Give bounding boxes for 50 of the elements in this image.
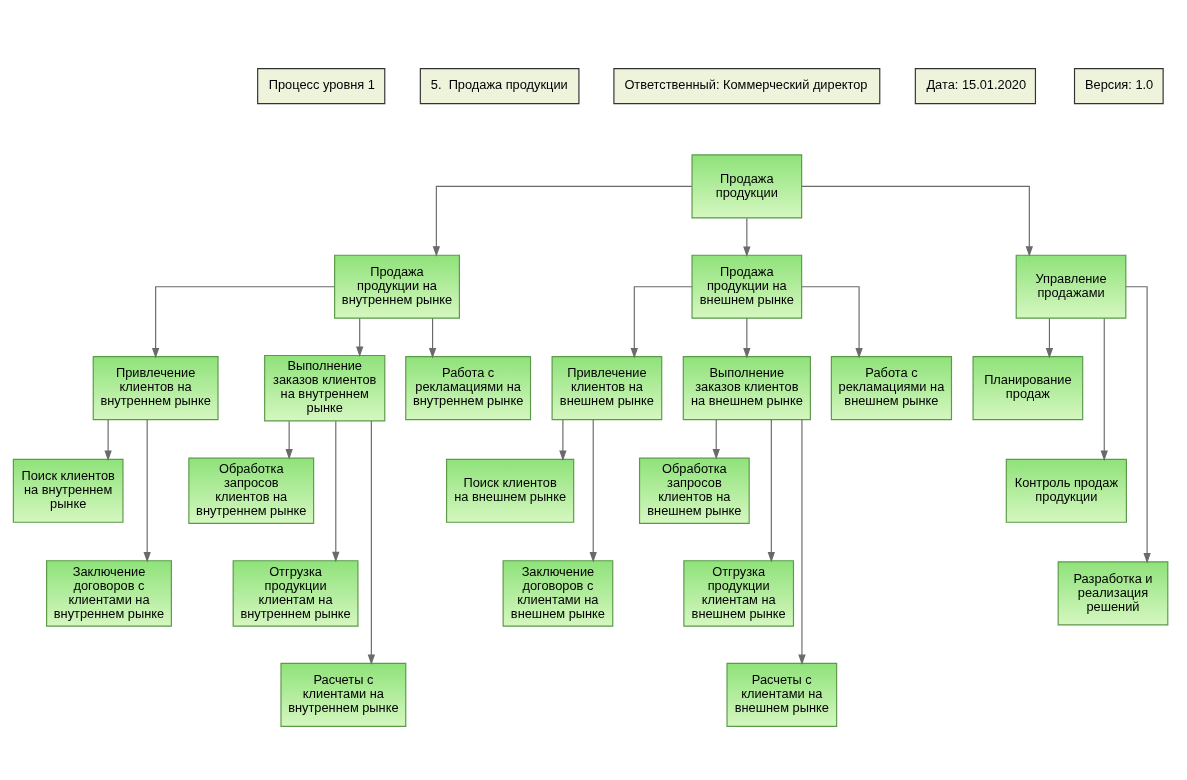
arrow bbox=[1100, 317, 1108, 461]
node-box: Поиск клиентов на внутреннем рынке bbox=[12, 458, 124, 523]
node-box: Продажа продукции bbox=[691, 153, 803, 218]
arrow bbox=[285, 420, 293, 460]
node-box: Продажа продукции на внутреннем рынке bbox=[334, 254, 460, 319]
node-box: Расчеты с клиентами на внутреннем рынке bbox=[280, 662, 407, 727]
node-box: Выполнение заказов клиентов на внутреннем рынке bbox=[264, 354, 386, 421]
node-box: Привлечение клиентов на внешнем рынке bbox=[551, 355, 663, 420]
node-box: Выполнение заказов клиентов на внешнем рынке bbox=[682, 355, 811, 420]
node-box: Заключение договоров с клиентами на внутреннем рынке bbox=[46, 559, 172, 627]
node-box: Разработка и реализация решений bbox=[1057, 560, 1169, 625]
node-box: Планирование продаж bbox=[972, 355, 1084, 420]
arrow bbox=[432, 185, 693, 257]
arrow bbox=[151, 285, 336, 358]
label: Версия: 1.0 bbox=[1085, 76, 1154, 92]
arrow bbox=[332, 420, 340, 562]
node-box: Контроль продаж продукции bbox=[1005, 458, 1127, 523]
arrow bbox=[104, 419, 112, 461]
arrow bbox=[712, 419, 720, 460]
arrow bbox=[1045, 317, 1054, 358]
node-box: Работа с рекламациями на внешнем рынке bbox=[830, 355, 953, 420]
node-box: Продажа продукции на внешнем рынке bbox=[691, 254, 803, 319]
arrow bbox=[367, 419, 376, 665]
label: Процесс уровня 1 bbox=[268, 76, 375, 92]
node-box: Работа с рекламациями на внутреннем рынке bbox=[405, 355, 532, 420]
label: 5. Продажа продукции bbox=[430, 76, 568, 92]
node-box: Поиск клиентов на внешнем рынке bbox=[446, 458, 575, 523]
node-box: Обработка запросов клиентов на внутреннем рынке bbox=[188, 457, 315, 524]
arrow bbox=[801, 285, 863, 358]
label: Ответственный: Коммерческий директор bbox=[624, 76, 868, 92]
node-box: Расчеты с клиентами на внешнем рынке bbox=[726, 662, 838, 727]
node-box: Отгрузка продукции клиентам на внешнем рынке bbox=[683, 559, 795, 627]
arrow bbox=[743, 317, 751, 358]
arrow bbox=[559, 419, 567, 461]
node-box: Привлечение клиентов на внутреннем рынке bbox=[92, 355, 219, 420]
arrow bbox=[356, 317, 364, 357]
label: Дата: 15.01.2020 bbox=[926, 76, 1027, 92]
arrow bbox=[743, 217, 751, 257]
arrow bbox=[630, 285, 693, 358]
arrow bbox=[798, 418, 806, 665]
arrow bbox=[143, 418, 151, 562]
node-box: Отгрузка продукции клиентам на внутреннем рынке bbox=[232, 559, 359, 627]
node-box: Обработка запросов клиентов на внешнем рынке bbox=[638, 457, 750, 524]
node-box: Заключение договоров с клиентами на внешнем рынке bbox=[502, 559, 614, 627]
node-box: Управление продажами bbox=[1015, 254, 1127, 319]
arrow bbox=[767, 418, 775, 562]
arrow bbox=[801, 185, 1033, 257]
arrow bbox=[589, 418, 597, 562]
arrow bbox=[1125, 285, 1151, 563]
arrow bbox=[428, 317, 437, 358]
